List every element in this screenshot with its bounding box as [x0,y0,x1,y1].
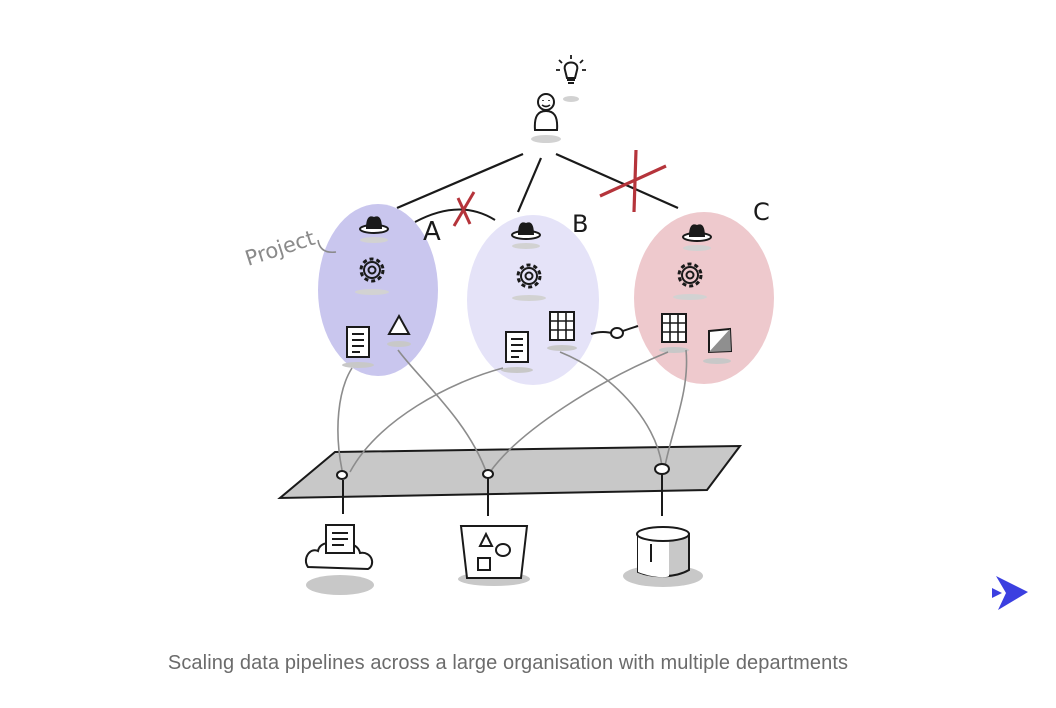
table-link-node [610,327,624,339]
database-cylinder-icon [623,526,703,587]
storage-drop-lines [342,474,663,516]
project-label-c: C [753,198,770,226]
hierarchy-lines [396,152,679,213]
person-icon [531,93,561,143]
brand-arrow-icon [992,576,1028,610]
pipeline-sketch-diagram: Project A B C [242,55,774,595]
project-link-a-b [414,208,496,223]
object-bucket-icon [458,525,530,586]
blocked-cross-mark-c [599,149,667,213]
project-annotation: Project [242,226,318,271]
project-label-a: A [423,217,441,247]
triangle-icon-a [387,313,411,347]
project-label-b: B [572,210,588,238]
connection-lines [337,349,688,475]
cube-icon-c [703,327,733,364]
annotation-arrow [317,239,337,254]
lightbulb-icon [556,55,586,102]
cloud-storage-icon [304,524,374,595]
layer-connector-nodes [336,463,670,480]
shared-platform-layer [277,444,743,500]
figure-caption: Scaling data pipelines across a large or… [167,652,849,674]
blocked-cross-mark-a-b [452,191,476,227]
